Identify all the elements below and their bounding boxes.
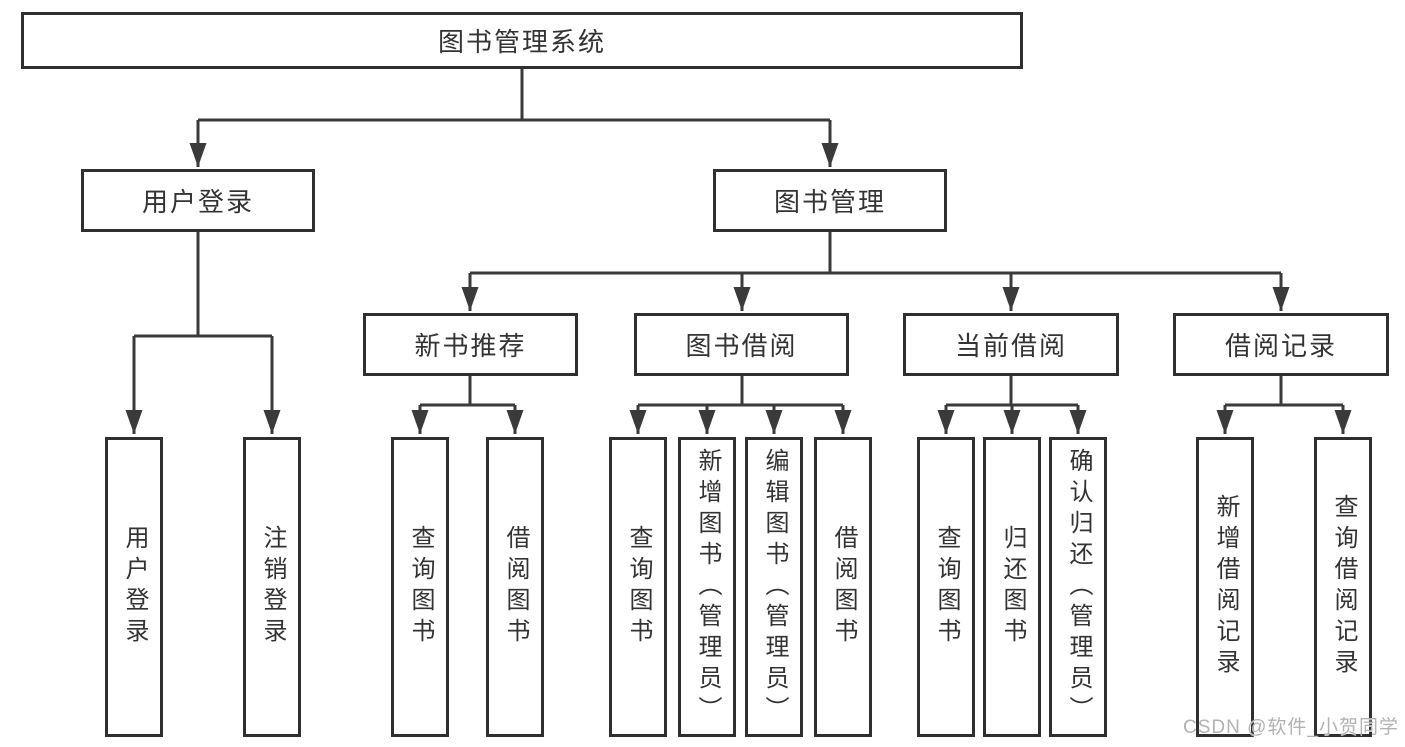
node-confirm-return-admin: 确认归还（管理员）: [1049, 437, 1107, 737]
node-label: 用户登录: [121, 525, 148, 649]
node-label: 查询图书: [625, 525, 652, 649]
node-label: 借阅图书: [830, 525, 857, 649]
node-label: 查询借阅记录: [1330, 494, 1357, 680]
node-label: 用户登录: [141, 187, 254, 217]
node-edit-book-admin: 编辑图书（管理员）: [745, 437, 803, 737]
node-query-borrow-record: 查询借阅记录: [1314, 437, 1372, 737]
node-query-books-current: 查询图书: [917, 437, 975, 737]
node-borrow-books-action: 借阅图书: [814, 437, 872, 737]
node-query-books-borrow: 查询图书: [609, 437, 667, 737]
node-label: 当前借阅: [954, 331, 1067, 361]
node-logout: 注销登录: [243, 437, 301, 737]
node-label: 查询图书: [407, 525, 434, 649]
node-book-management: 图书管理: [713, 169, 947, 232]
csdn-watermark: CSDN @软件_小贺同学: [1183, 717, 1399, 738]
node-new-book-recommend: 新书推荐: [363, 313, 578, 376]
node-borrow-records: 借阅记录: [1173, 313, 1389, 376]
node-current-borrow: 当前借阅: [903, 313, 1119, 376]
node-label: 借阅图书: [502, 525, 529, 649]
node-label: 图书借阅: [685, 331, 798, 361]
node-query-books-recommend: 查询图书: [391, 437, 449, 737]
node-user-login-action: 用户登录: [105, 437, 163, 737]
node-label: 归还图书: [999, 525, 1026, 649]
node-borrow-books-recommend: 借阅图书: [486, 437, 544, 737]
node-label: 确认归还（管理员）: [1065, 447, 1092, 727]
node-label: 图书管理系统: [437, 27, 606, 57]
node-label: 新增图书（管理员）: [694, 447, 721, 727]
node-return-books: 归还图书: [983, 437, 1041, 737]
node-add-book-admin: 新增图书（管理员）: [678, 437, 736, 737]
node-library-system: 图书管理系统: [21, 12, 1023, 69]
node-label: 借阅记录: [1224, 331, 1337, 361]
node-label: 图书管理: [773, 187, 886, 217]
node-label: 注销登录: [259, 525, 286, 649]
node-label: 查询图书: [933, 525, 960, 649]
node-label: 新增借阅记录: [1212, 494, 1239, 680]
node-label: 新书推荐: [414, 331, 527, 361]
node-book-borrow: 图书借阅: [634, 313, 849, 376]
node-user-login: 用户登录: [81, 169, 315, 232]
node-label: 编辑图书（管理员）: [761, 447, 788, 727]
node-add-borrow-record: 新增借阅记录: [1196, 437, 1254, 737]
